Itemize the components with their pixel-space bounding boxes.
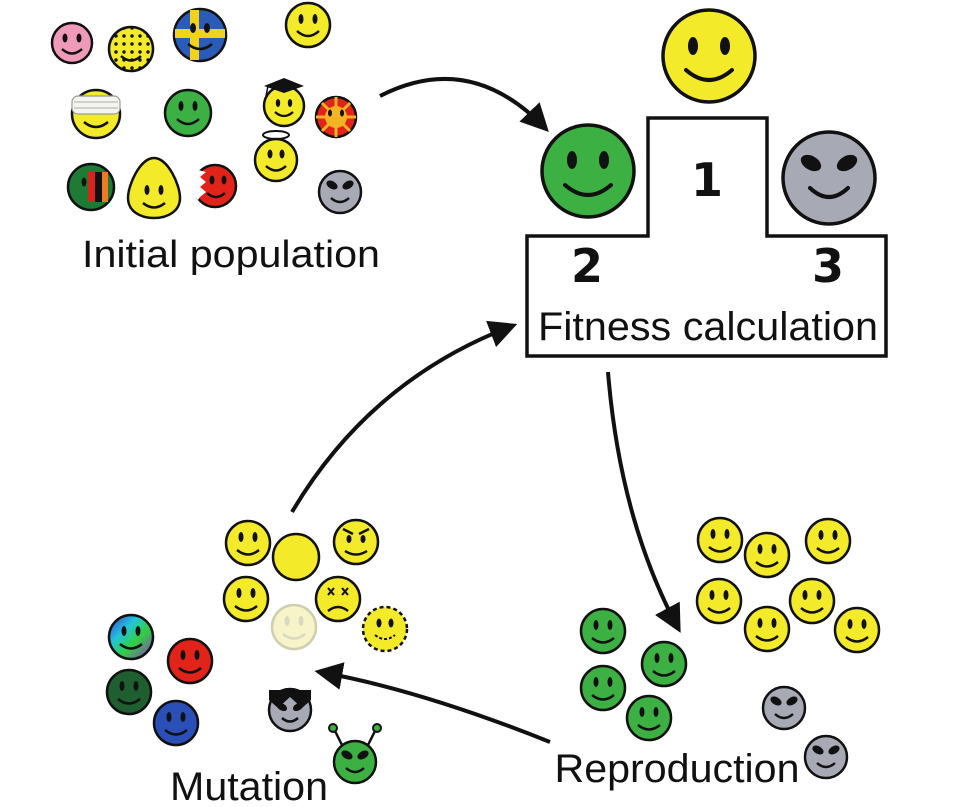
smiley-face-icon xyxy=(314,95,358,139)
smiley-face-icon xyxy=(788,577,836,625)
smiley-face-icon xyxy=(253,130,299,183)
faceless-smiley-icon xyxy=(271,532,321,582)
smiley-face-icon xyxy=(107,25,155,73)
arrow-mutation-to-fitness-icon xyxy=(290,320,518,514)
smiley-face-icon xyxy=(743,605,791,653)
smiley-face-icon xyxy=(191,163,238,209)
initial-population-label: Initial population xyxy=(82,234,380,276)
fitness-podium: 1 2 3 Fitness calculation xyxy=(525,116,888,358)
podium-rank-2: 2 xyxy=(571,239,603,293)
arrow-fitness-to-reproduction-icon xyxy=(606,371,681,633)
rainbow-smiley-icon xyxy=(107,613,155,661)
smiley-face-icon xyxy=(163,88,213,138)
podium-outline xyxy=(525,116,888,358)
smiley-face-icon xyxy=(804,517,852,565)
smiley-face-icon xyxy=(640,640,688,688)
dead-smiley-icon xyxy=(314,575,362,623)
smiley-face-icon xyxy=(172,7,228,63)
dashed-smiley-icon xyxy=(361,605,409,653)
smiley-face-icon xyxy=(262,78,306,128)
green-antenna-alien-icon xyxy=(328,723,382,785)
reproduction-label: Reproduction xyxy=(555,747,800,791)
fitness-calculation-label: Fitness calculation xyxy=(538,305,878,349)
angry-smiley-icon xyxy=(332,518,380,566)
faded-smiley-icon xyxy=(270,603,318,651)
smiley-face-icon xyxy=(126,156,182,220)
smiley-face-icon xyxy=(579,664,627,712)
initial-population-group: Initial population xyxy=(50,1,380,276)
arrow-initial-to-fitness-icon xyxy=(379,76,549,133)
podium-rank-3: 3 xyxy=(812,239,844,293)
alien-face-icon xyxy=(317,169,363,215)
winner-first-smiley-icon xyxy=(661,8,757,104)
smiley-face-icon xyxy=(696,516,744,564)
winner-second-smiley-icon xyxy=(540,123,636,219)
arrow-reproduction-to-mutation-icon xyxy=(314,662,551,744)
smiley-face-icon xyxy=(50,21,94,65)
winner-third-alien-icon xyxy=(781,130,877,226)
smiley-face-icon xyxy=(152,699,200,747)
alien-face-icon xyxy=(761,685,807,731)
vampire-alien-icon xyxy=(267,687,313,733)
smiley-face-icon xyxy=(66,162,116,212)
smiley-face-icon xyxy=(284,1,332,49)
smiley-face-icon xyxy=(70,88,122,140)
reproduction-group: Reproduction xyxy=(555,516,881,791)
mutation-group: Mutation xyxy=(105,518,409,807)
smiley-face-icon xyxy=(743,531,791,579)
smiley-face-icon xyxy=(833,606,881,654)
smiley-face-icon xyxy=(224,519,272,567)
smiley-face-icon xyxy=(579,607,627,655)
smiley-face-icon xyxy=(625,694,673,742)
smiley-face-icon xyxy=(166,637,214,685)
alien-face-icon xyxy=(803,734,849,780)
mutation-label: Mutation xyxy=(170,765,328,807)
smiley-face-icon xyxy=(105,668,153,716)
smiley-face-icon xyxy=(222,575,270,623)
podium-rank-1: 1 xyxy=(691,153,723,207)
smiley-face-icon xyxy=(695,577,743,625)
